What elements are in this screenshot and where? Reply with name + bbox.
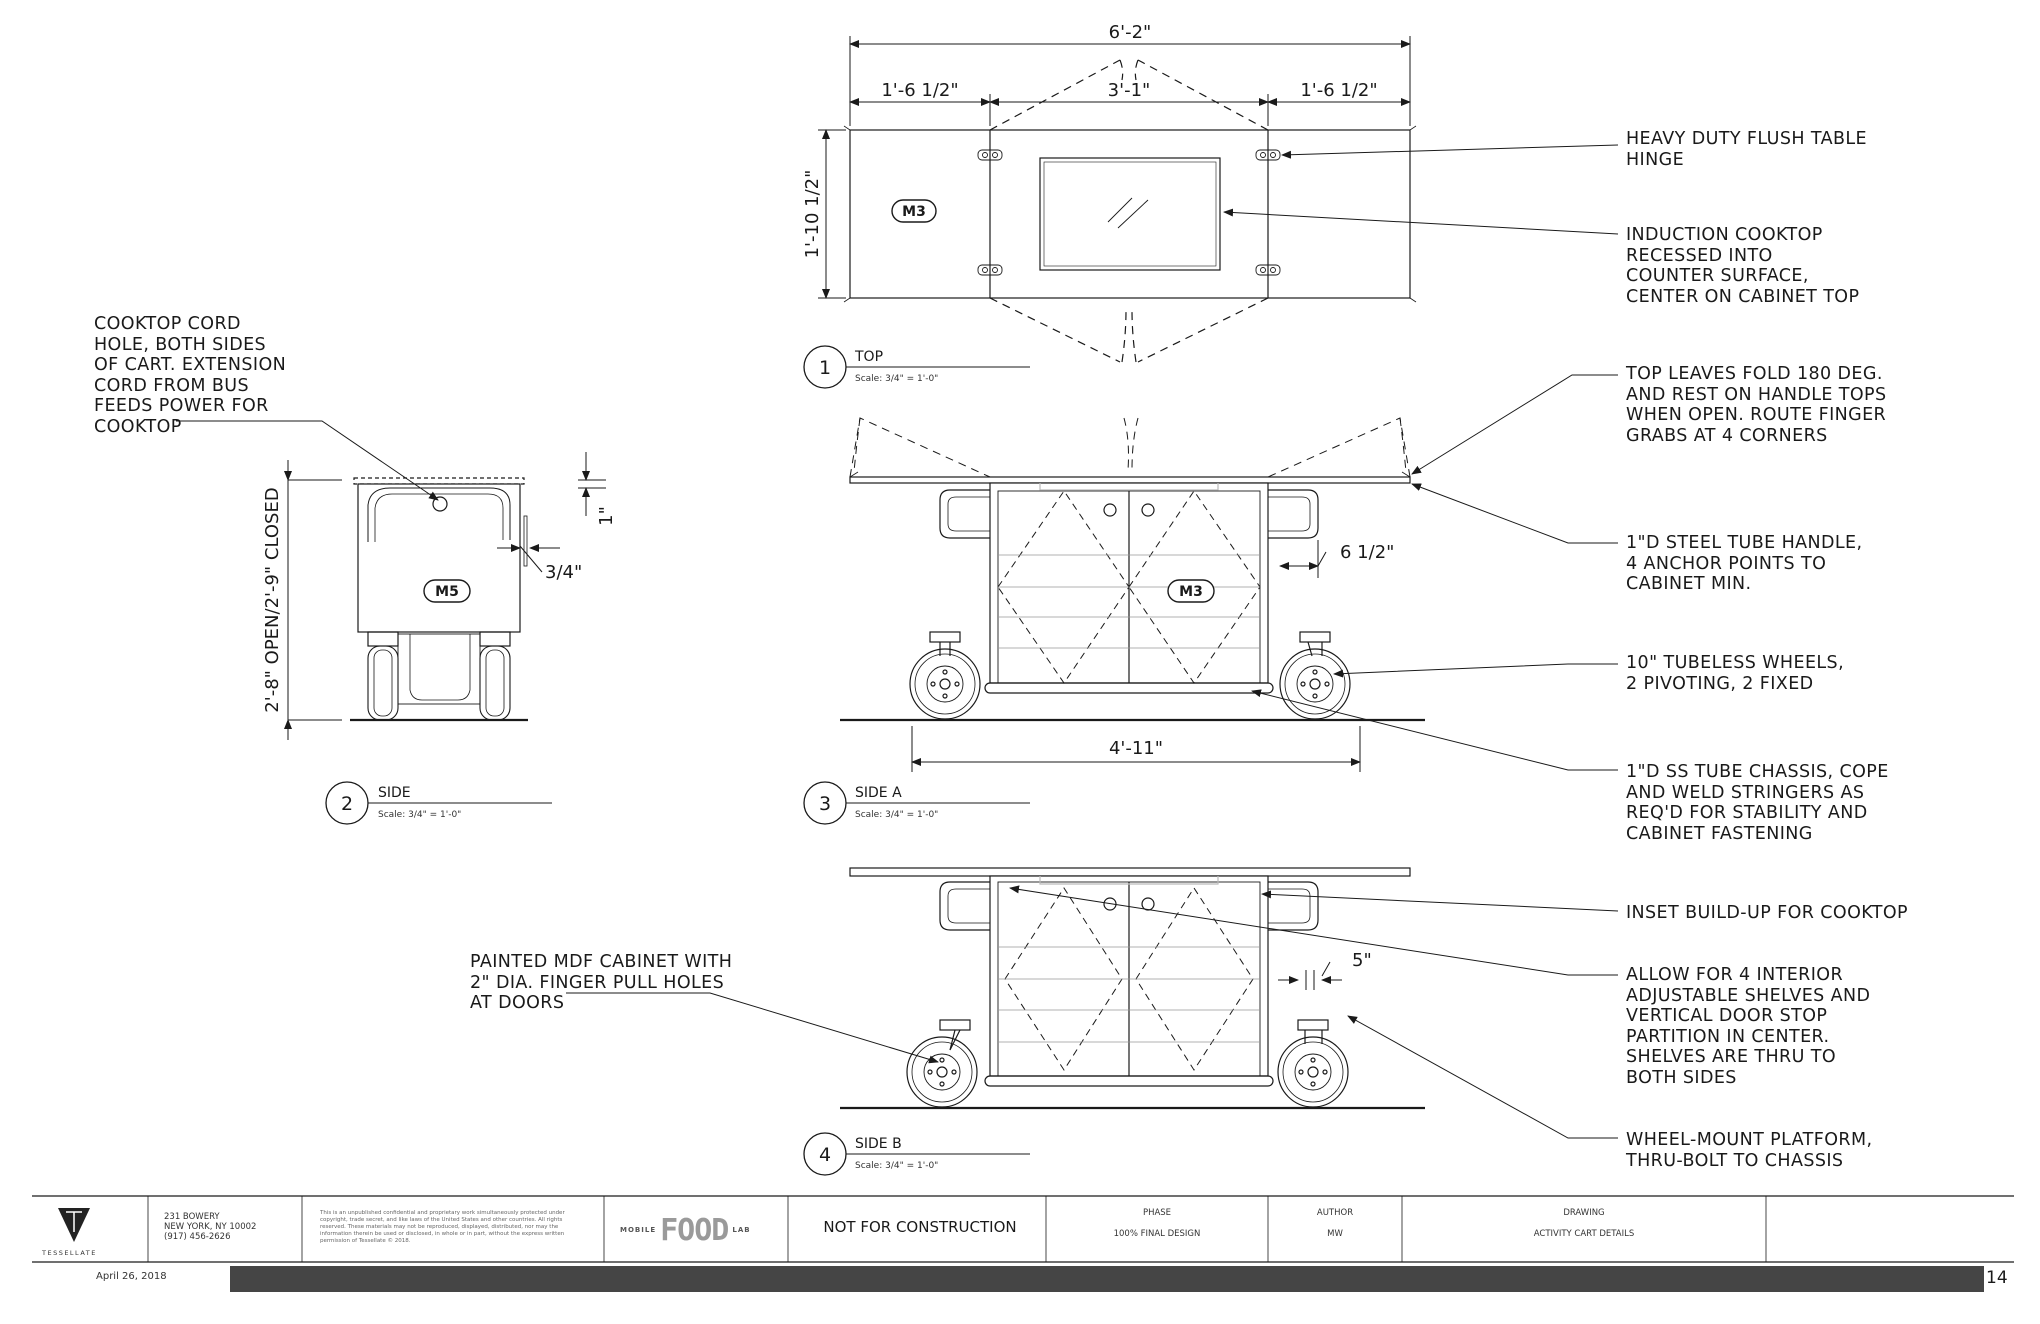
dim-right-leaf: 1'-6 1/2" <box>1300 80 1377 101</box>
dim-handle-offset: 6 1/2" <box>1340 542 1394 563</box>
side-dimensions <box>284 452 606 740</box>
phase-label: PHASE <box>1142 1208 1172 1218</box>
view-label-top: 1 TOP Scale: 3/4" = 1'-0" <box>803 345 1030 389</box>
dim-center: 3'-1" <box>1108 80 1151 101</box>
dim-left-leaf: 1'-6 1/2" <box>881 80 958 101</box>
confidentiality-notice: This is an unpublished confidential and … <box>320 1210 565 1244</box>
note-leaves: TOP LEAVES FOLD 180 DEG. AND REST ON HAN… <box>1626 364 1887 446</box>
svg-text:4: 4 <box>819 1144 831 1166</box>
note-shelves: ALLOW FOR 4 INTERIOR ADJUSTABLE SHELVES … <box>1626 965 1871 1088</box>
note-handle: 1"D STEEL TUBE HANDLE, 4 ANCHOR POINTS T… <box>1626 533 1863 594</box>
tag-m5: M5 <box>423 579 471 603</box>
note-platform: WHEEL-MOUNT PLATFORM, THRU-BOLT TO CHASS… <box>1626 1130 1873 1171</box>
view-label-side-a: 3 SIDE A Scale: 3/4" = 1'-0" <box>803 781 1030 825</box>
svg-text:Scale: 3/4" = 1'-0": Scale: 3/4" = 1'-0" <box>855 1161 938 1171</box>
svg-text:Scale: 3/4" = 1'-0": Scale: 3/4" = 1'-0" <box>855 810 938 820</box>
note-chassis: 1"D SS TUBE CHASSIS, COPE AND WELD STRIN… <box>1626 762 1889 844</box>
side-b-view <box>840 867 1425 1110</box>
drawing-label: DRAWING <box>1563 1208 1605 1218</box>
top-view <box>843 59 1417 363</box>
dim-base-length: 4'-11" <box>1109 738 1163 759</box>
svg-text:SIDE: SIDE <box>378 785 411 801</box>
dim-side-top: 1" <box>596 506 617 526</box>
firm-name: TESSELLATE <box>42 1249 97 1257</box>
svg-text:SIDE A: SIDE A <box>855 785 902 801</box>
view-label-side-b: 4 SIDE B Scale: 3/4" = 1'-0" <box>803 1132 1030 1176</box>
svg-text:M5: M5 <box>435 584 459 600</box>
dim-side-height: 2'-8" OPEN/2'-9" CLOSED <box>262 487 283 712</box>
tag-m3-top: M3 <box>891 199 937 223</box>
side-b-dimensions <box>1278 961 1342 990</box>
title-block <box>32 1195 2014 1292</box>
hinge-icons <box>977 149 1281 276</box>
author-label: AUTHOR <box>1316 1208 1354 1218</box>
svg-text:M3: M3 <box>1179 584 1203 600</box>
construction-status: NOT FOR CONSTRUCTION <box>823 1218 1017 1236</box>
project-logo: MOBILE FOOD LAB <box>620 1212 751 1248</box>
svg-text:1: 1 <box>819 357 831 379</box>
svg-text:TOP: TOP <box>854 349 883 365</box>
phase-value: 100% FINAL DESIGN <box>1113 1229 1201 1239</box>
dim-top-depth: 1'-10 1/2" <box>802 170 823 259</box>
side-a-view <box>840 417 1425 722</box>
note-hinge: HEAVY DUTY FLUSH TABLE HINGE <box>1626 129 1868 170</box>
drawing-date: April 26, 2018 <box>96 1271 167 1282</box>
svg-text:Scale: 3/4" = 1'-0": Scale: 3/4" = 1'-0" <box>855 374 938 384</box>
leader-lines <box>176 144 1619 1139</box>
drawing-value: ACTIVITY CART DETAILS <box>1533 1229 1635 1239</box>
svg-text:3: 3 <box>819 793 831 815</box>
dim-side-offset: 3/4" <box>545 562 582 583</box>
wheel-left-b <box>906 1019 978 1108</box>
firm-address: 231 BOWERY NEW YORK, NY 10002 (917) 456-… <box>164 1212 257 1242</box>
svg-text:Scale: 3/4" = 1'-0": Scale: 3/4" = 1'-0" <box>378 810 461 820</box>
author-value: MW <box>1327 1229 1343 1239</box>
note-cabinet: PAINTED MDF CABINET WITH 2" DIA. FINGER … <box>470 952 733 1013</box>
svg-text:SIDE B: SIDE B <box>855 1136 902 1152</box>
sheet-number: 14 <box>1986 1268 2008 1288</box>
wheel-left-a <box>909 631 981 720</box>
svg-text:M3: M3 <box>902 204 926 220</box>
top-dimensions <box>818 36 1411 299</box>
wheel-right-b <box>1277 1019 1349 1108</box>
dim-platform-offset: 5" <box>1352 950 1372 971</box>
wheel-right-a <box>1279 631 1351 720</box>
note-cooktop: INDUCTION COOKTOP RECESSED INTO COUNTER … <box>1626 225 1860 307</box>
side-a-dimensions <box>911 540 1361 772</box>
tag-m3-side-a: M3 <box>1167 579 1215 603</box>
note-cord: COOKTOP CORD HOLE, BOTH SIDES OF CART. E… <box>94 314 287 437</box>
note-wheels: 10" TUBELESS WHEELS, 2 PIVOTING, 2 FIXED <box>1626 653 1845 694</box>
side-view <box>350 477 528 722</box>
view-label-side: 2 SIDE Scale: 3/4" = 1'-0" <box>325 781 552 825</box>
dim-overall-width: 6'-2" <box>1109 22 1152 43</box>
svg-text:2: 2 <box>341 793 353 815</box>
note-inset: INSET BUILD-UP FOR COOKTOP <box>1626 903 1908 923</box>
